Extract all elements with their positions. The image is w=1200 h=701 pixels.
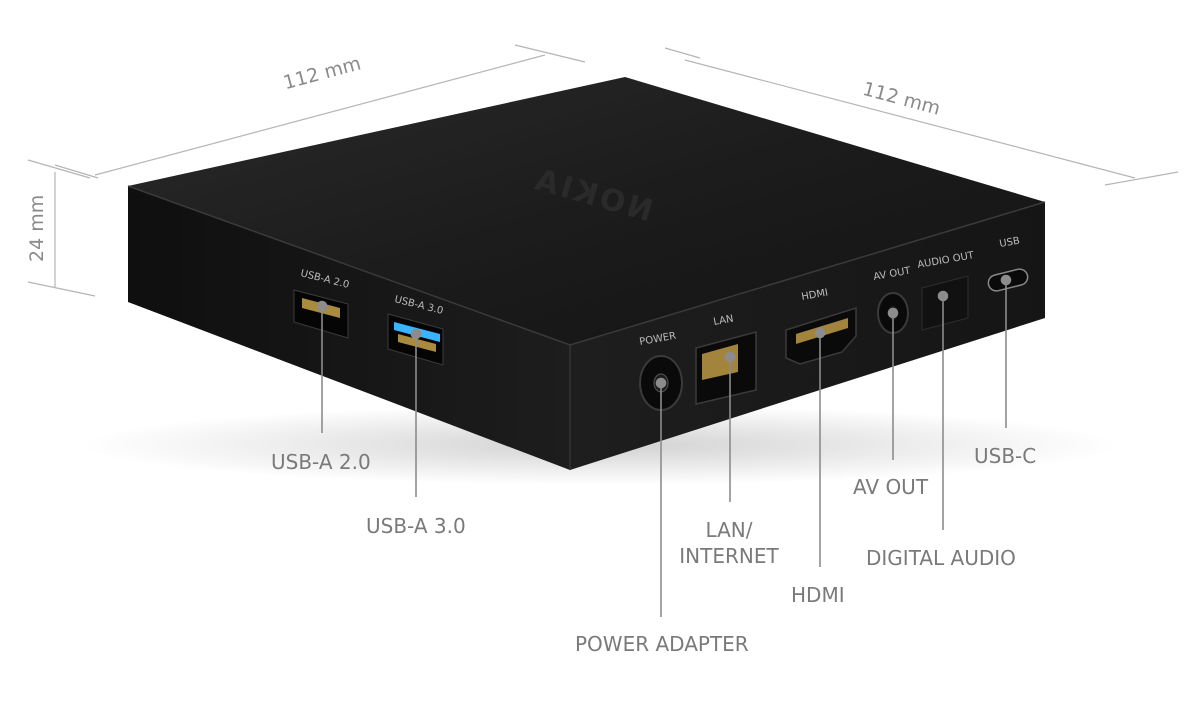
- dimension-lines: [27, 44, 1179, 297]
- digital-audio-port: AUDIO OUT: [917, 250, 976, 331]
- callout-av-out: AV OUT: [853, 475, 929, 499]
- lan-port-label: LAN: [713, 314, 735, 328]
- usb-port-label: USB: [999, 236, 1021, 250]
- height-dimension: 24 mm: [26, 194, 48, 262]
- callout-power-adapter: POWER ADAPTER: [575, 632, 749, 656]
- callout-usb-c: USB-C: [974, 444, 1037, 468]
- callout-leader-lines: [316, 274, 1012, 617]
- callout-usb-a3: USB-A 3.0: [366, 514, 466, 538]
- hdmi-port-label: HDMI: [801, 287, 829, 302]
- callout-digital-audio: DIGITAL AUDIO: [866, 546, 1016, 570]
- device-top-face: [128, 77, 1045, 345]
- lan-port: LAN: [695, 314, 757, 405]
- callout-hdmi: HDMI: [791, 583, 845, 607]
- callout-lan-line1: LAN/: [705, 518, 753, 542]
- callout-usb-a2: USB-A 2.0: [271, 450, 371, 474]
- device-left-face: [128, 186, 570, 470]
- callout-lan-internet: LAN/ INTERNET: [676, 518, 782, 568]
- callout-lan-line2: INTERNET: [679, 544, 779, 568]
